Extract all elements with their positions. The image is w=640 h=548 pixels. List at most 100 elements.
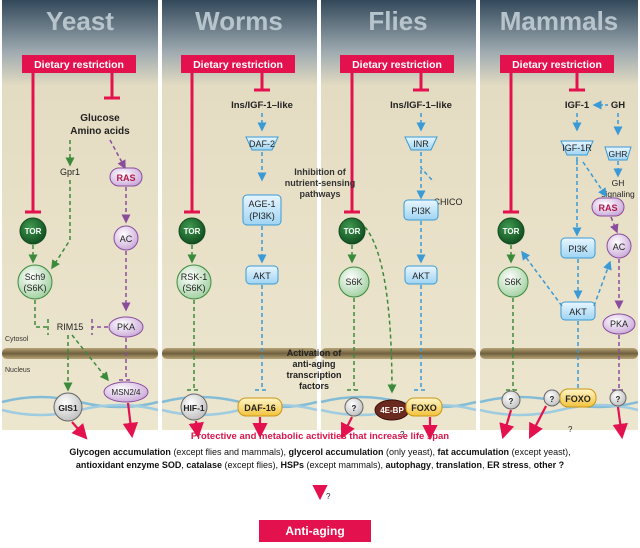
hif1-label: HIF-1	[183, 403, 205, 413]
outcome-segment: fat accumulation	[437, 447, 510, 457]
outcome-segment: ER stress	[487, 460, 529, 470]
dr-label-flies: Dietary restriction	[352, 59, 442, 71]
rim15-label: RIM15	[57, 322, 84, 332]
flies-panel: Ins/IGF-1–like INR CHICO PI3K AKT TOR S6…	[338, 100, 463, 421]
akt-node-mammals	[560, 301, 596, 321]
rsk1-label-line2: (S6K)	[182, 283, 205, 293]
gpr1-label: Gpr1	[60, 167, 80, 177]
cytosol-label: Cytosol	[5, 336, 29, 343]
daf2-label: DAF-2	[249, 139, 275, 149]
dr-inhibition-lines	[25, 73, 585, 214]
protective-activities-title: Protective and metabolic activities that…	[190, 431, 450, 442]
tor-node-flies	[338, 217, 366, 245]
outcome-segment: (except mammals),	[304, 460, 386, 470]
unknown-node-mammals-3	[609, 389, 627, 407]
activation-text-line1: Activation of	[287, 348, 343, 358]
worms-panel: Ins/IGF-1–like DAF-2 Inhibition of nutri…	[176, 100, 355, 421]
outcomes-line-2: antioxidant enzyme SOD, catalase (except…	[0, 459, 640, 471]
age1-label-line1: AGE-1	[248, 199, 275, 209]
activation-text-line3: transcription	[286, 370, 341, 380]
unknown-label-flies: ?	[352, 404, 357, 413]
outcomes-line-1: Glycogen accumulation (except flies and …	[0, 446, 640, 458]
panel-title-mammals: Mammals	[500, 6, 619, 36]
rsk1-label-line1: RSK-1	[181, 272, 208, 282]
ras-label-yeast: RAS	[116, 173, 135, 183]
outcome-segment: Glycogen accumulation	[69, 447, 171, 457]
outcome-segment: ,	[482, 460, 488, 470]
inhibition-text-line3: pathways	[299, 189, 340, 199]
gis1-label: GIS1	[58, 403, 78, 413]
akt-node-worms	[245, 265, 279, 285]
rsk1-node	[176, 264, 212, 300]
dr-label-worms: Dietary restriction	[193, 59, 283, 71]
gh-label: GH	[611, 100, 625, 111]
age1-label-line2: (PI3K)	[249, 211, 275, 221]
dr-label-mammals: Dietary restriction	[512, 59, 602, 71]
panel-title-worms: Worms	[195, 6, 283, 36]
s6k-label-mammals: S6K	[504, 277, 521, 287]
akt-node-flies	[404, 265, 438, 285]
outcome-segment: antioxidant enzyme SOD	[75, 460, 182, 470]
ras-node-mammals	[591, 197, 625, 217]
ins-igf-label-worms: Ins/IGF-1–like	[231, 100, 293, 111]
pka-node-mammals	[602, 313, 636, 335]
inr-receptor	[404, 136, 438, 151]
foxo-label-mammals: FOXO	[565, 394, 591, 404]
tor-label-yeast: TOR	[25, 227, 42, 236]
question-mark-mammals: ?	[568, 425, 573, 434]
akt-label-worms: AKT	[253, 271, 271, 281]
outcome-segment: HSPs	[280, 460, 304, 470]
ras-label-mammals: RAS	[598, 203, 617, 213]
dr-label-yeast: Dietary restriction	[34, 59, 124, 71]
outcome-segment: ,	[181, 460, 187, 470]
sch9-label-line2: (S6K)	[23, 283, 46, 293]
tor-node-yeast	[19, 217, 47, 245]
pi3k-node-mammals	[560, 237, 596, 259]
ras-node-yeast	[109, 167, 143, 187]
unknown-label-mammals-3: ?	[616, 395, 621, 404]
tor-label-worms: TOR	[184, 227, 201, 236]
ac-node-yeast	[113, 225, 139, 251]
daf2-receptor	[245, 136, 279, 151]
outcome-segment: (only yeast),	[383, 447, 438, 457]
unknown-label-mammals-2: ?	[550, 395, 555, 404]
ghr-receptor	[604, 146, 632, 161]
foxo-node-mammals	[559, 388, 597, 408]
chico-label: CHICO	[434, 197, 463, 207]
outcome-segment: translation	[436, 460, 483, 470]
s6k-node-mammals	[497, 266, 529, 298]
daf16-label: DAF-16	[244, 403, 276, 413]
outcome-segment: ,	[431, 460, 437, 470]
outcome-segment: (except yeast),	[509, 447, 571, 457]
pi3k-label-flies: PI3K	[411, 206, 431, 216]
msn-node	[103, 381, 149, 403]
question-mark-flies: ?	[400, 430, 405, 439]
ins-igf-label-flies: Ins/IGF-1–like	[390, 100, 452, 111]
inhibition-text-line1: Inhibition of	[294, 167, 346, 177]
ac-label-mammals: AC	[613, 242, 626, 252]
pi3k-node-flies	[403, 199, 439, 221]
pi3k-label-mammals: PI3K	[568, 244, 588, 254]
age1-node	[242, 194, 282, 226]
gh-signaling-line1: GH	[612, 178, 625, 188]
sch9-label-line1: Sch9	[25, 272, 46, 282]
question-mark-bottom: ?	[326, 492, 331, 501]
foxo-node-flies	[405, 397, 443, 417]
nuclear-membrane	[2, 348, 638, 359]
ac-node-mammals	[606, 233, 632, 259]
panel-title-flies: Flies	[368, 6, 427, 36]
unknown-node-mammals-1	[501, 390, 521, 410]
output-arrows	[71, 402, 628, 501]
s6k-node-flies	[338, 266, 370, 298]
hif1-node	[180, 393, 208, 421]
pka-node-yeast	[108, 316, 144, 338]
daf16-node	[237, 397, 283, 417]
dietary-restriction-boxes: Dietary restriction Dietary restriction …	[22, 55, 614, 73]
outcome-segment: (except flies),	[221, 460, 281, 470]
igf1-label: IGF-1	[565, 100, 590, 111]
sch9-node	[17, 264, 53, 300]
akt-label-flies: AKT	[412, 271, 430, 281]
glucose-label: Glucose	[80, 113, 120, 124]
